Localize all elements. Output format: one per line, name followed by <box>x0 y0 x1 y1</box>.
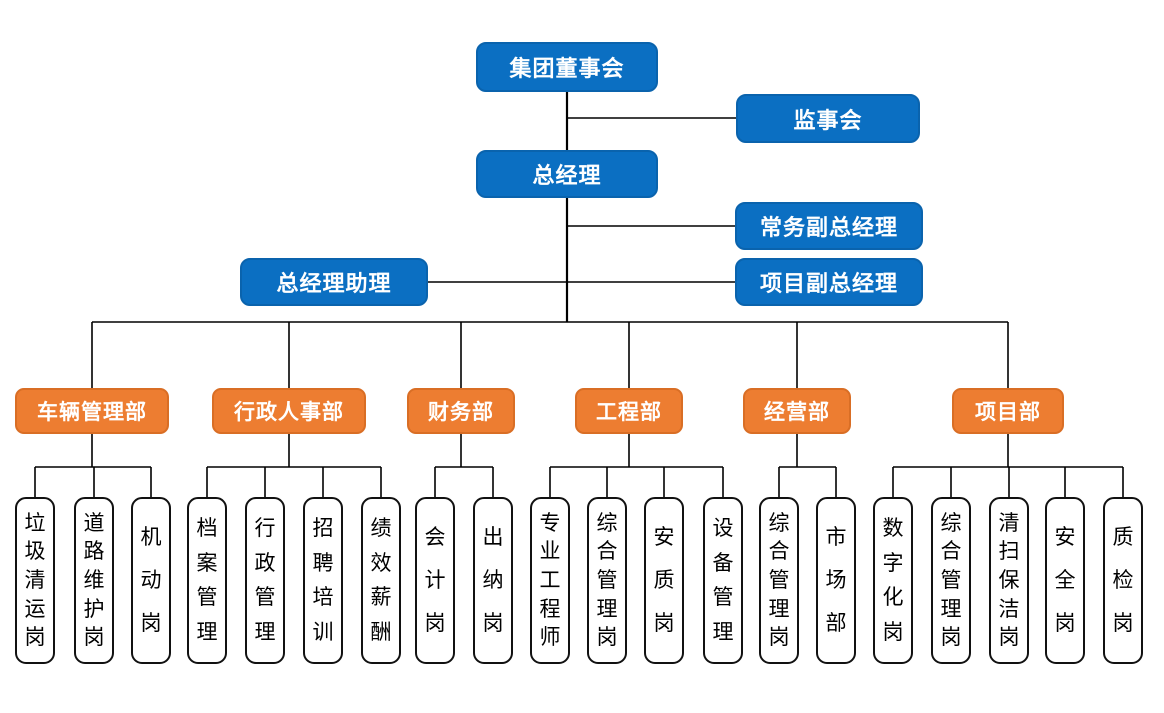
position-box-cleaning: 清扫保洁岗 <box>989 497 1029 664</box>
position-label: 行政管理 <box>254 517 276 644</box>
supervisory-board-box: 监事会 <box>736 94 920 143</box>
dept-engineering-box: 工程部 <box>575 388 683 434</box>
position-box-general-management-proj: 综合管理岗 <box>931 497 971 664</box>
project-deputy-gm-box: 项目副总经理 <box>735 258 923 306</box>
board-box: 集团董事会 <box>476 42 658 92</box>
position-box-digitalization: 数字化岗 <box>873 497 913 664</box>
position-box-archives: 档案管理 <box>187 497 227 664</box>
position-box-road-maintenance: 道路维护岗 <box>74 497 114 664</box>
position-label: 清扫保洁岗 <box>998 511 1020 650</box>
position-box-safety: 安全岗 <box>1045 497 1085 664</box>
position-box-performance-pay: 绩效薪酬 <box>361 497 401 664</box>
position-box-cashier: 出纳岗 <box>473 497 513 664</box>
position-label: 绩效薪酬 <box>370 517 392 644</box>
position-box-equipment-management: 设备管理 <box>703 497 743 664</box>
dept-operations-box: 经营部 <box>743 388 851 434</box>
dept-vehicle-management-box: 车辆管理部 <box>15 388 169 434</box>
position-label: 专业工程师 <box>539 511 561 650</box>
position-label: 市场部 <box>825 526 847 635</box>
position-box-administration: 行政管理 <box>245 497 285 664</box>
dept-admin-hr-box: 行政人事部 <box>212 388 366 434</box>
dept-finance-box: 财务部 <box>407 388 515 434</box>
position-box-quality-inspection: 质检岗 <box>1103 497 1143 664</box>
executive-deputy-gm-box: 常务副总经理 <box>735 202 923 250</box>
position-box-accountant: 会计岗 <box>415 497 455 664</box>
position-label: 安全岗 <box>1054 526 1076 635</box>
general-manager-box: 总经理 <box>476 150 658 198</box>
position-label: 道路维护岗 <box>83 511 105 650</box>
position-label: 机动岗 <box>140 526 162 635</box>
position-label: 综合管理岗 <box>596 511 618 650</box>
position-box-garbage-removal: 垃圾清运岗 <box>15 497 55 664</box>
position-label: 质检岗 <box>1112 526 1134 635</box>
position-box-recruit-training: 招聘培训 <box>303 497 343 664</box>
position-label: 会计岗 <box>424 526 446 635</box>
position-label: 档案管理 <box>196 517 218 644</box>
position-label: 设备管理 <box>712 517 734 644</box>
position-label: 数字化岗 <box>882 517 904 644</box>
position-label: 招聘培训 <box>312 517 334 644</box>
dept-project-box: 项目部 <box>952 388 1064 434</box>
position-label: 垃圾清运岗 <box>24 511 46 650</box>
position-label: 综合管理岗 <box>940 511 962 650</box>
position-box-general-management-ops: 综合管理岗 <box>759 497 799 664</box>
position-box-professional-engineer: 专业工程师 <box>530 497 570 664</box>
position-box-general-management-eng: 综合管理岗 <box>587 497 627 664</box>
position-box-market: 市场部 <box>816 497 856 664</box>
position-label: 出纳岗 <box>482 526 504 635</box>
position-box-mobile: 机动岗 <box>131 497 171 664</box>
position-box-safety-quality: 安质岗 <box>644 497 684 664</box>
position-label: 安质岗 <box>653 526 675 635</box>
gm-assistant-box: 总经理助理 <box>240 258 428 306</box>
position-label: 综合管理岗 <box>768 511 790 650</box>
